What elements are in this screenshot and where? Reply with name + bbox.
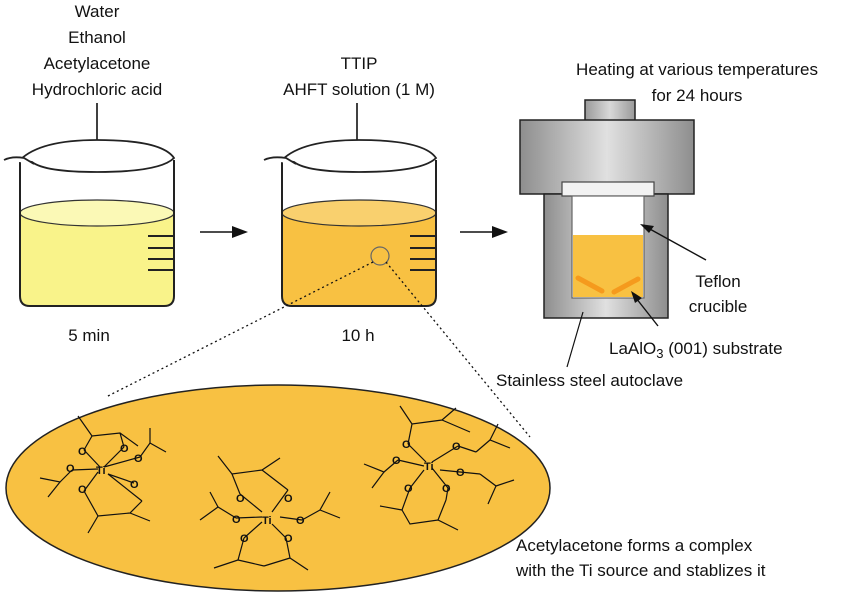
ti-complex-molecule-1	[39, 415, 167, 534]
beaker-1-scale	[148, 235, 174, 271]
beaker-1-inputs: Water Ethanol Acetylacetone Hydrochloric…	[32, 2, 162, 99]
mol1-o-4: O	[66, 463, 75, 475]
teflon-lid	[561, 181, 655, 197]
complex-caption-0: Acetylacetone forms a complex	[516, 536, 753, 555]
mol1-o-6: O	[130, 479, 139, 491]
mol2-o-1: O	[236, 493, 245, 505]
teflon-pointer	[640, 224, 707, 261]
substrate-label-prefix: LaAlO	[609, 339, 656, 358]
ti-complex-molecule-3	[363, 405, 515, 531]
substrate-label: LaAlO3 (001) substrate	[609, 339, 783, 361]
mol1-ti: Ti	[96, 465, 106, 477]
steel-label: Stainless steel autoclave	[496, 371, 683, 390]
steel-pointer	[566, 311, 584, 368]
beaker-1-input-0: Water	[75, 2, 120, 21]
beaker-2-input-0: TTIP	[341, 54, 378, 73]
beaker-1-input-1: Ethanol	[68, 28, 126, 47]
beaker-2-input-1: AHFT solution (1 M)	[283, 80, 435, 99]
process-arrow-1	[200, 226, 248, 238]
mol2-o-2: O	[284, 493, 293, 505]
process-arrow-2	[460, 226, 508, 238]
substrate-right	[611, 276, 641, 295]
beaker-2-inputs: TTIP AHFT solution (1 M)	[283, 54, 435, 99]
beaker-2-liquid	[282, 205, 436, 306]
zoom-circle	[370, 246, 390, 266]
mol2-ti: Ti	[262, 515, 272, 527]
crucible-solution	[573, 235, 643, 297]
mol3-o-6: O	[442, 483, 451, 495]
beaker-2-scale	[410, 235, 436, 271]
mol2-o-6: O	[284, 533, 293, 545]
complex-bubble	[5, 384, 551, 592]
beaker-1-time: 5 min	[68, 326, 110, 345]
teflon-label-1: crucible	[689, 297, 748, 316]
beaker-1	[3, 139, 176, 307]
heating-label-1: for 24 hours	[652, 86, 743, 105]
beaker-2	[263, 139, 438, 307]
mol3-o-1: O	[402, 439, 411, 451]
mol3-o-3: O	[392, 455, 401, 467]
beaker-1-liquid	[20, 205, 174, 306]
mol1-o-3: O	[134, 453, 143, 465]
substrate-left	[575, 275, 605, 294]
autoclave-cap-knob	[584, 99, 636, 123]
mol2-o-4: O	[296, 515, 305, 527]
beaker-1-input-2: Acetylacetone	[44, 54, 151, 73]
mol1-o-5: O	[78, 484, 87, 496]
mol3-o-2: O	[452, 441, 461, 453]
substrate-label-sub: 3	[656, 346, 663, 361]
substrate-pointer	[631, 291, 659, 327]
mol3-o-5: O	[404, 483, 413, 495]
mol3-o-4: O	[456, 467, 465, 479]
beaker-1-input-3: Hydrochloric acid	[32, 80, 162, 99]
mol3-ti: Ti	[424, 461, 434, 473]
heating-label-0: Heating at various temperatures	[576, 60, 818, 79]
autoclave	[519, 99, 695, 319]
ti-complex-molecule-2	[199, 455, 341, 571]
mol1-o-1: O	[78, 446, 87, 458]
teflon-label-0: Teflon	[695, 272, 740, 291]
mol1-o-2: O	[120, 443, 129, 455]
mol2-o-3: O	[232, 514, 241, 526]
beaker-2-time: 10 h	[341, 326, 374, 345]
substrate-label-suffix: (001) substrate	[663, 339, 782, 358]
mol2-o-5: O	[240, 533, 249, 545]
complex-caption-1: with the Ti source and stablizes it	[515, 561, 766, 580]
